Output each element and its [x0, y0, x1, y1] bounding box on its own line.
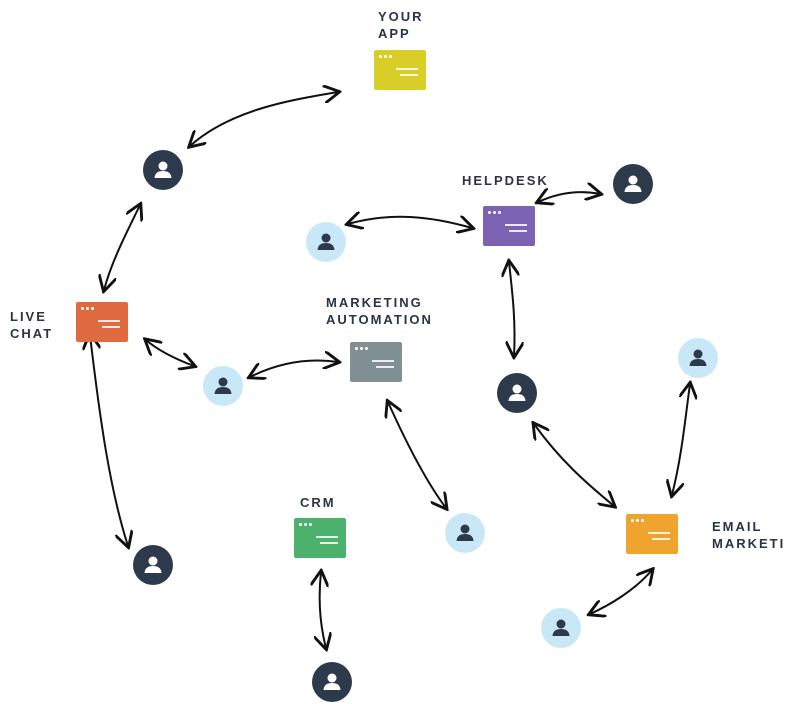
label-your-app-line2: APP	[378, 26, 411, 41]
person-icon	[541, 608, 581, 648]
person-icon	[312, 662, 352, 702]
person-icon	[133, 545, 173, 585]
label-your-app-line1: YOUR	[378, 9, 424, 24]
label-email-marketing-line1: EMAIL	[712, 519, 763, 534]
person-icon	[497, 373, 537, 413]
arrow-helpdesk-user	[538, 192, 600, 202]
arrow-helpdesk-user-mid	[509, 262, 515, 356]
label-live-chat: LIVE CHAT	[10, 308, 53, 342]
app-window-icon	[483, 206, 535, 246]
arrow-crm-user	[320, 572, 326, 648]
arrow-user-livechat	[104, 205, 140, 290]
label-live-chat-line1: LIVE	[10, 309, 47, 324]
arrow-yourapp-user	[190, 92, 338, 146]
arrow-user-helpdesk	[348, 217, 472, 228]
arrow-livechat-user	[146, 340, 194, 366]
app-window-icon	[76, 302, 128, 342]
person-icon	[306, 222, 346, 262]
app-window-icon	[350, 342, 402, 382]
person-icon	[678, 338, 718, 378]
label-email-marketing: EMAIL MARKETING	[712, 518, 786, 552]
app-window-icon	[294, 518, 346, 558]
app-window-icon	[626, 514, 678, 554]
label-marketing-automation-line1: MARKETING	[326, 295, 423, 310]
arrow-email-user-bottom	[590, 570, 652, 614]
app-window-icon	[374, 50, 426, 90]
arrow-livechat-user-bottom	[90, 335, 128, 546]
label-helpdesk-line1: HELPDESK	[462, 173, 549, 188]
label-crm-line1: CRM	[300, 495, 336, 510]
person-icon	[143, 150, 183, 190]
person-icon	[445, 513, 485, 553]
label-helpdesk: HELPDESK	[462, 172, 549, 189]
label-marketing-automation-line2: AUTOMATION	[326, 312, 433, 327]
label-crm: CRM	[300, 494, 336, 511]
arrow-marketing-user	[388, 402, 446, 508]
label-marketing-automation: MARKETING AUTOMATION	[326, 294, 433, 328]
label-email-marketing-line2: MARKETING	[712, 536, 786, 551]
arrow-user-marketing	[250, 361, 338, 377]
person-icon	[613, 164, 653, 204]
person-icon	[203, 366, 243, 406]
label-your-app: YOUR APP	[378, 8, 424, 42]
label-live-chat-line2: CHAT	[10, 326, 54, 341]
arrow-user-email	[534, 424, 614, 506]
arrow-user-email-right	[672, 384, 690, 495]
